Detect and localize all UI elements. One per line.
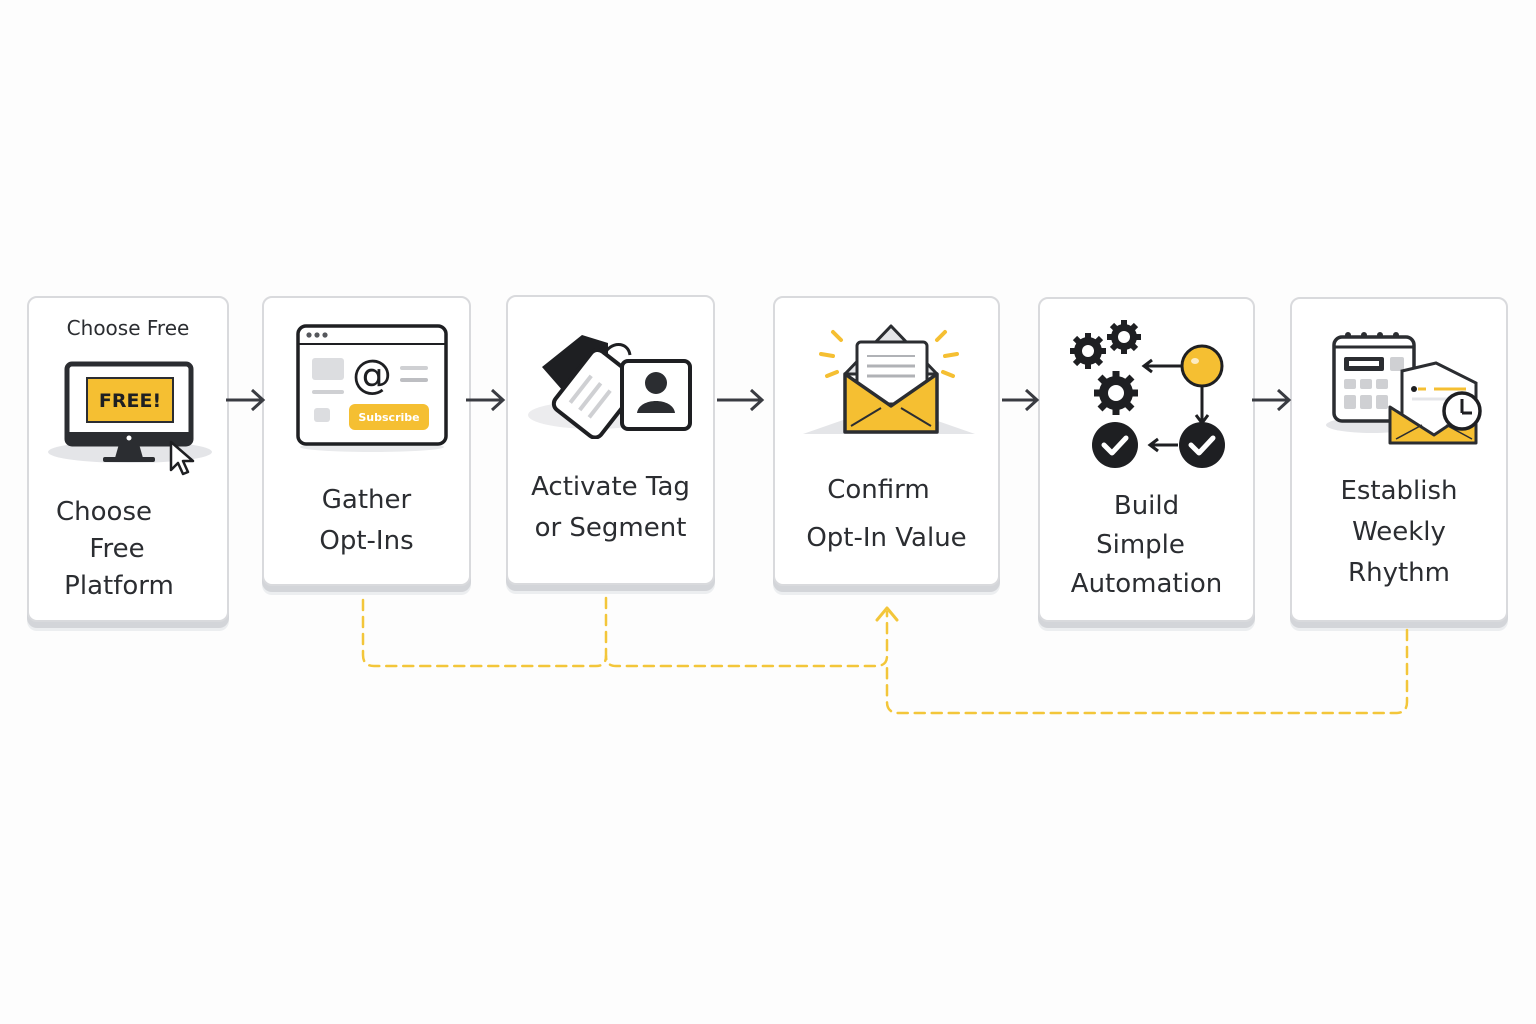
step-label: Choose Free Platform: [56, 497, 174, 601]
feedback-loop-6-to-4: [885, 628, 1409, 715]
browser-subscribe-form-icon: @ Subscribe: [296, 324, 448, 452]
free-badge-text: FREE!: [99, 390, 161, 412]
step-card-activate-tag-or-segment: Activate Tag or Segment: [506, 295, 715, 585]
subscribe-button-text: Subscribe: [358, 411, 419, 424]
step-card-choose-free-platform: Choose Free FREE! Choose Free Platform: [27, 296, 229, 622]
check-circle-icon: [1179, 422, 1225, 468]
feedback-loop-2-to-4: [361, 598, 608, 668]
flow-arrow-2-3: [466, 388, 506, 412]
step-card-establish-weekly-rhythm: Establish Weekly Rhythm: [1290, 297, 1508, 622]
step-label: Establish Weekly Rhythm: [1340, 476, 1458, 588]
step-label: Gather Opt-Ins: [319, 485, 414, 556]
gear-icon: [1107, 320, 1141, 354]
step-label: Activate Tag or Segment: [531, 472, 690, 543]
flow-arrow-5-6: [1252, 388, 1292, 412]
open-envelope-icon: [803, 324, 975, 434]
feedback-loop-3-to-4: [604, 596, 889, 668]
step-top-caption: Choose Free: [66, 316, 190, 340]
tags-contact-icon: [528, 335, 692, 439]
step-label: Confirm Opt-In Value: [806, 475, 967, 553]
monitor-free-icon: FREE!: [48, 361, 212, 476]
step-card-gather-opt-ins: @ Subscribe Gather Opt-Ins: [262, 296, 471, 586]
flow-arrow-3-4: [717, 388, 765, 412]
feedback-arrowhead: [875, 606, 899, 622]
gear-icon: [1094, 371, 1138, 415]
calendar-email-clock-icon: [1326, 332, 1482, 445]
step-card-build-simple-automation: Build Simple Automation: [1038, 297, 1255, 622]
at-symbol: @: [352, 352, 392, 398]
flow-arrow-4-5: [1002, 388, 1040, 412]
automation-gears-icon: [1070, 320, 1225, 468]
flow-arrow-1-2: [226, 388, 266, 412]
gear-icon: [1070, 333, 1106, 369]
step-label: Build Simple Automation: [1070, 491, 1223, 599]
check-circle-icon: [1092, 422, 1138, 468]
step-card-confirm-opt-in-value: Confirm Opt-In Value: [773, 296, 1000, 586]
